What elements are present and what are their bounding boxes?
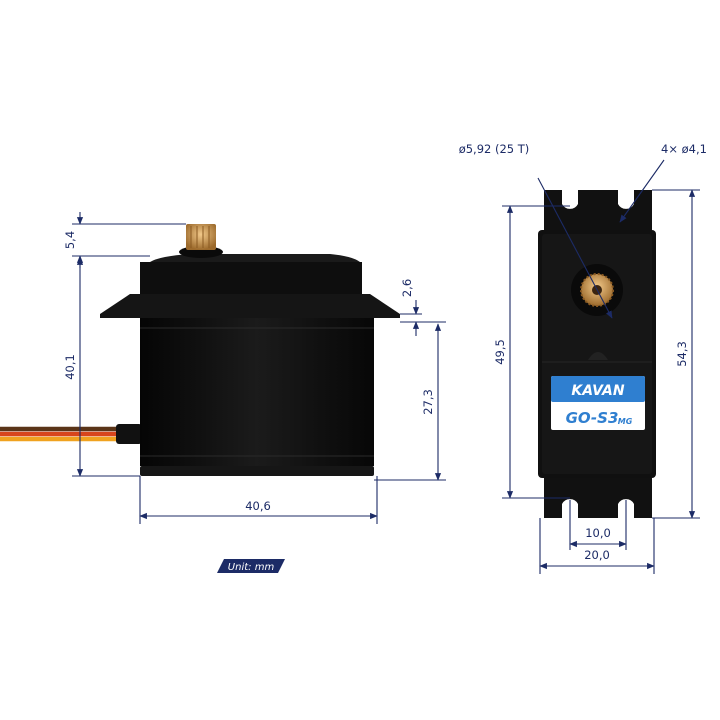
dim-hole-spacing-h-label: 10,0: [585, 526, 611, 540]
dim-width-label: 40,6: [245, 499, 271, 513]
brand-name: KAVAN: [571, 383, 624, 399]
dim-total-length: 54,3: [652, 189, 700, 519]
dim-spline-label: ø5,92 (25 T): [459, 142, 530, 156]
front-view: KAVAN GO-S3 MG ø5,92 (25 T) 4× ø4,1 49,5…: [459, 142, 707, 574]
unit-badge-label: Unit: mm: [228, 562, 275, 573]
brand-label: KAVAN GO-S3 MG: [551, 376, 645, 430]
dim-total-length-label: 54,3: [675, 341, 689, 367]
dim-hole-spacing-v: 49,5: [493, 205, 570, 499]
servo-front-body: [538, 190, 656, 518]
dim-spline: ø5,92 (25 T): [459, 142, 613, 319]
dim-flange-thickness: 2,6: [400, 279, 446, 336]
model-suffix: MG: [618, 417, 633, 426]
dim-total-height-label: 40,1: [63, 354, 77, 380]
dim-lower-height-label: 27,3: [421, 389, 435, 415]
mounting-hole-icon: [562, 190, 578, 209]
servo-wires: [0, 424, 142, 444]
dim-width: 40,6: [139, 476, 378, 524]
servo-side-body: [100, 246, 400, 476]
model-name: GO-S3: [566, 409, 619, 427]
dim-total-height: 40,1: [63, 257, 140, 477]
dim-lower-height: 27,3: [374, 323, 446, 481]
side-output-gear-icon: [186, 224, 216, 250]
dim-holes-label: 4× ø4,1: [661, 142, 707, 156]
dim-flange-thickness-label: 2,6: [400, 279, 414, 297]
side-view: 5,4 40,1 2,6 27,3 40,6: [0, 212, 446, 524]
dim-body-width: 20,0: [539, 518, 655, 574]
unit-badge: Unit: mm: [217, 559, 285, 573]
dim-body-width-label: 20,0: [584, 548, 610, 562]
dim-holes: 4× ø4,1: [619, 142, 707, 223]
mounting-hole-icon: [618, 190, 634, 209]
dim-top-height-label: 5,4: [63, 231, 77, 249]
dim-hole-spacing-v-label: 49,5: [493, 339, 507, 365]
dim-hole-spacing-h: 10,0: [569, 500, 627, 550]
